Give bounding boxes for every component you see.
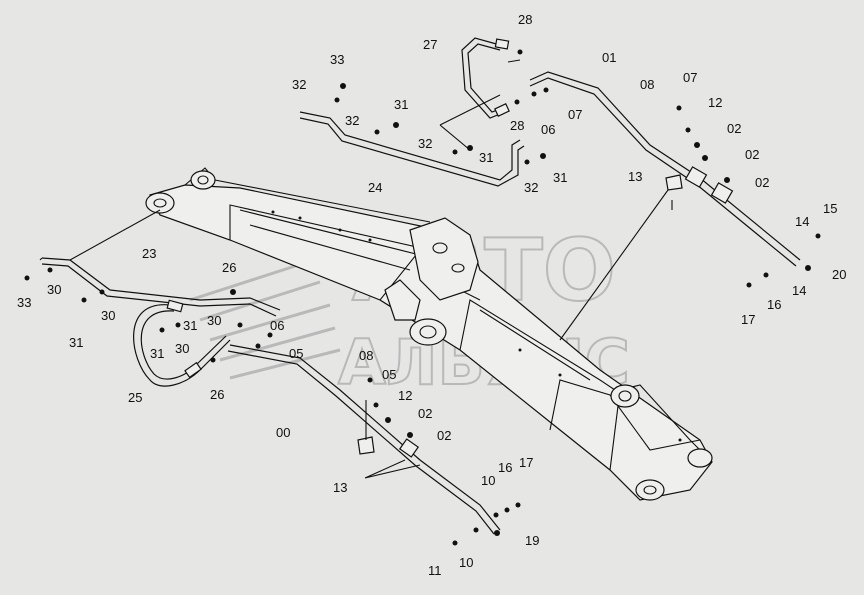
- fasteners: [24, 49, 821, 546]
- callout-17: 17: [519, 455, 533, 470]
- watermark-logo: [189, 256, 341, 380]
- pipe-27: [461, 37, 510, 119]
- callout-30: 30: [207, 313, 221, 328]
- callout-31: 31: [69, 335, 83, 350]
- callout-31: 31: [183, 318, 197, 333]
- callout-28: 28: [518, 12, 532, 27]
- callout-20: 20: [832, 267, 846, 282]
- lead-lines: [39, 59, 673, 479]
- callout-31: 31: [479, 150, 493, 165]
- callout-32: 32: [418, 136, 432, 151]
- callout-05: 05: [289, 346, 303, 361]
- callout-12: 12: [398, 388, 412, 403]
- callout-05: 05: [382, 367, 396, 382]
- callout-02: 02: [437, 428, 451, 443]
- callout-33: 33: [330, 52, 344, 67]
- callout-06: 06: [541, 122, 555, 137]
- callout-11: 11: [428, 563, 442, 578]
- callout-10: 10: [481, 473, 495, 488]
- pipe-25: [133, 299, 231, 387]
- callout-25: 25: [128, 390, 142, 405]
- callout-15: 15: [823, 201, 837, 216]
- callout-02: 02: [755, 175, 769, 190]
- callout-labels: 28 27 01 33 32 31 32 28 06 07 08 07 12 0…: [17, 12, 846, 578]
- callout-02: 02: [727, 121, 741, 136]
- callout-31: 31: [394, 97, 408, 112]
- callout-08: 08: [640, 77, 654, 92]
- callout-16: 16: [498, 460, 512, 475]
- callout-14: 14: [795, 214, 809, 229]
- callout-02: 02: [418, 406, 432, 421]
- callout-07: 07: [683, 70, 697, 85]
- callout-30: 30: [101, 308, 115, 323]
- callout-17: 17: [741, 312, 755, 327]
- callout-31: 31: [553, 170, 567, 185]
- callout-30: 30: [47, 282, 61, 297]
- pipe-00: [227, 344, 501, 535]
- callout-27: 27: [423, 37, 437, 52]
- callout-23: 23: [142, 246, 156, 261]
- callout-26: 26: [222, 260, 236, 275]
- callout-02: 02: [745, 147, 759, 162]
- callout-12: 12: [708, 95, 722, 110]
- pipe-01: [529, 71, 801, 267]
- callout-24: 24: [368, 180, 382, 195]
- callout-32: 32: [292, 77, 306, 92]
- callout-01: 01: [602, 50, 616, 65]
- callout-14: 14: [792, 283, 806, 298]
- callout-13: 13: [628, 169, 642, 184]
- callout-10: 10: [459, 555, 473, 570]
- callout-16: 16: [767, 297, 781, 312]
- callout-06: 06: [270, 318, 284, 333]
- boom-body: [145, 167, 713, 501]
- callout-32: 32: [524, 180, 538, 195]
- callout-33: 33: [17, 295, 31, 310]
- callout-28: 28: [510, 118, 524, 133]
- pipe-23: [41, 257, 281, 317]
- pipe-24: [299, 111, 525, 187]
- callout-31: 31: [150, 346, 164, 361]
- bracket-13-upper: [559, 174, 683, 341]
- callout-30: 30: [175, 341, 189, 356]
- bracket-13-lower: [357, 400, 375, 455]
- callout-19: 19: [525, 533, 539, 548]
- callout-00: 00: [276, 425, 290, 440]
- callout-07: 07: [568, 107, 582, 122]
- callout-13: 13: [333, 480, 347, 495]
- callout-08: 08: [359, 348, 373, 363]
- callout-32: 32: [345, 113, 359, 128]
- callout-26: 26: [210, 387, 224, 402]
